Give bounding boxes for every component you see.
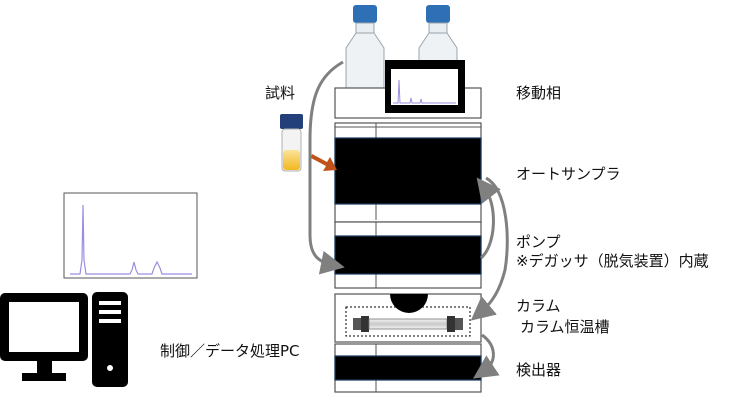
bottle-neck: [355, 22, 375, 34]
monitor-icon: [0, 293, 88, 381]
label-autosampler: オートサンプラ: [516, 165, 621, 183]
chromatogram-frame: [63, 192, 198, 279]
autosampler-module: [334, 137, 482, 205]
label-detector: 検出器: [516, 361, 562, 379]
flow-arrow-pump-to-autosampler: [476, 177, 501, 260]
flow-arrow-solvent-to-pump: [308, 60, 345, 275]
chromatogram-icon: [63, 192, 198, 279]
screen-display: [391, 69, 458, 105]
vial-cap: [280, 114, 303, 129]
label-mobile-phase: 移動相: [516, 84, 562, 102]
tower-case: [92, 292, 128, 387]
hplc-column-icon: [353, 316, 463, 332]
monitor-screen: [9, 302, 79, 352]
monitor-neck: [37, 361, 52, 373]
sample-vial-icon: [280, 114, 303, 172]
label-column: カラム: [516, 297, 561, 315]
vial-liquid: [283, 150, 300, 170]
flow-arrow-autosampler-to-column: [470, 176, 509, 321]
label-sample: 試料: [265, 84, 296, 102]
bottle-body: [345, 32, 385, 89]
chromatogram-trace: [70, 204, 192, 275]
label-column-oven: カラム恒温槽: [520, 318, 610, 336]
label-pump: ポンプ: [516, 233, 561, 251]
detector-module: [334, 355, 482, 381]
monitor-stand: [22, 373, 66, 381]
label-pc: 制御／データ処理PC: [160, 342, 300, 360]
pump-module: [334, 235, 482, 275]
label-degasser: ※デガッサ（脱気装置）内蔵: [516, 252, 709, 270]
flow-arrow-column-to-detector: [473, 333, 500, 379]
solvent-bottle-icon: [345, 5, 385, 89]
pc-tower-icon: [92, 292, 128, 387]
bottle-cap: [353, 5, 377, 23]
injection-arrow-icon: [311, 154, 337, 171]
oven-door-knob: [390, 294, 428, 313]
bottle-cap: [426, 5, 450, 23]
bottle-neck: [428, 22, 448, 34]
chromatogram-icon: [393, 79, 456, 104]
oven-compartment: [345, 306, 471, 337]
power-button-icon: [107, 365, 113, 371]
chromatogram-screen: [385, 60, 465, 113]
